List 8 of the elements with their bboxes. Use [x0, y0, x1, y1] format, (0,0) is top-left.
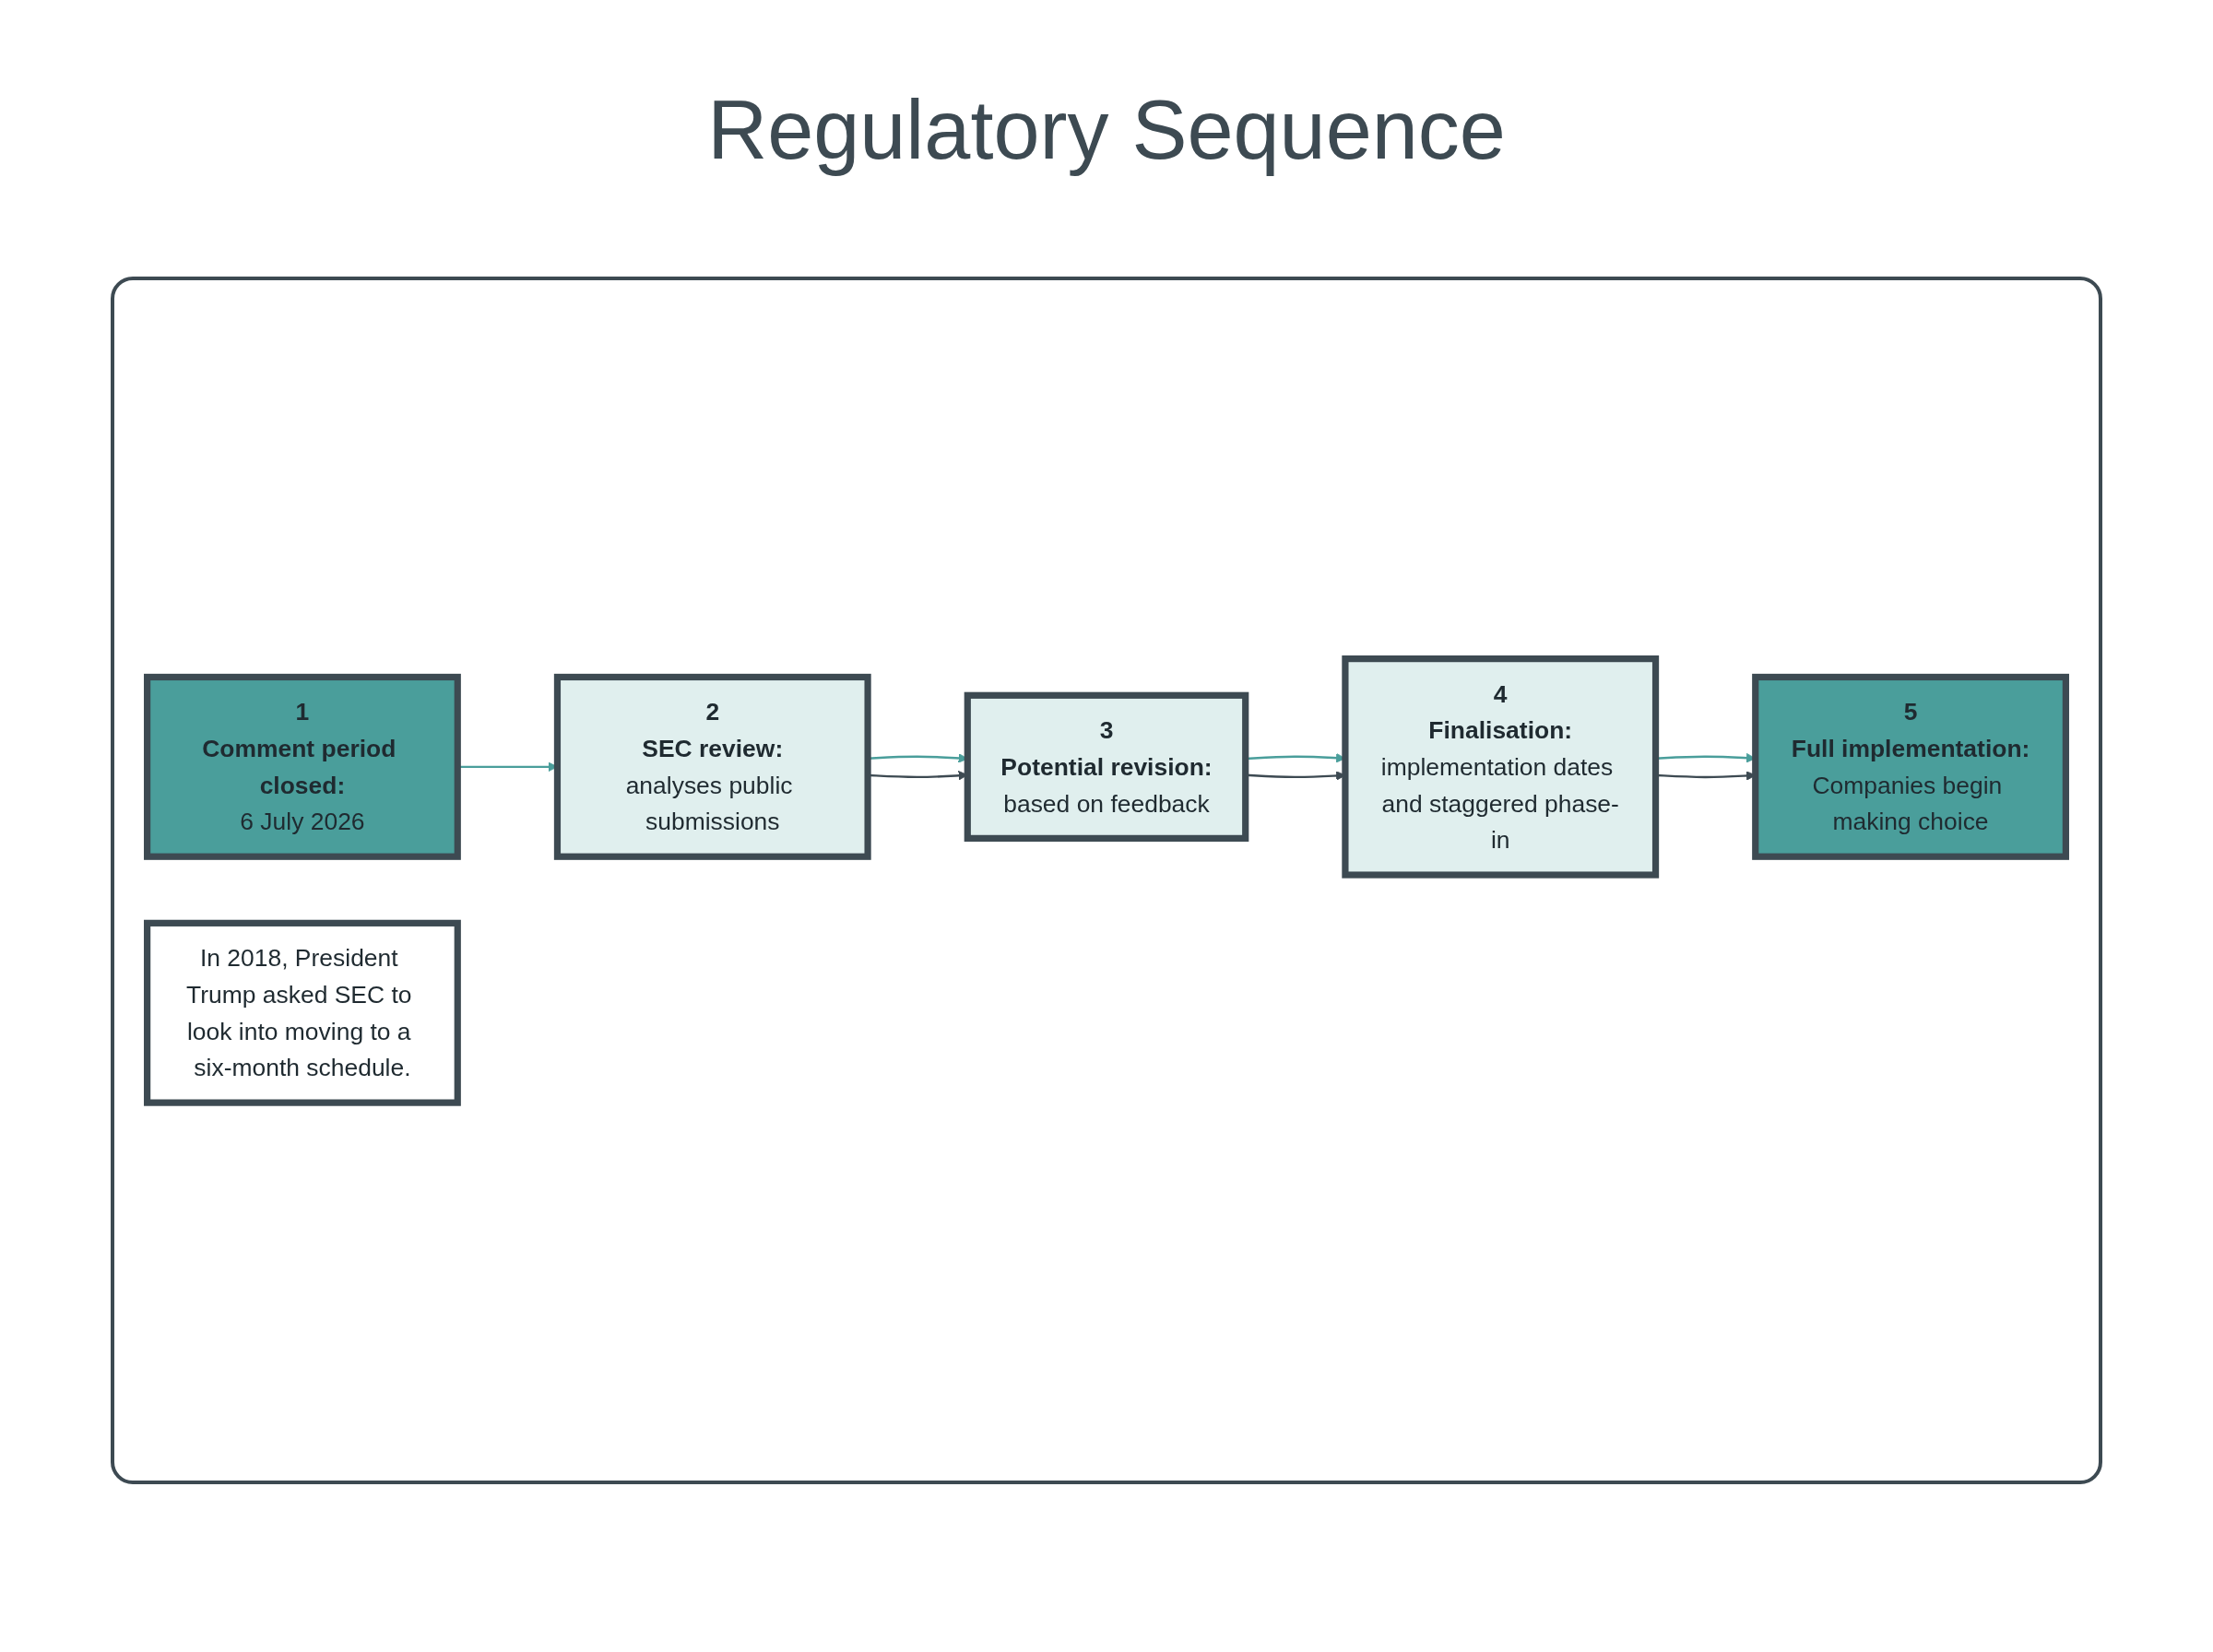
node-box [1342, 655, 1660, 879]
node-box [144, 673, 461, 860]
diagram-frame: 1 Comment period closed: 6 July 2026 2 SEC review: analyses public submissions 3 Potential revision: based on feedback 4 Finalisation: implementation dates and staggered phase-in 5 Full implementation: Companies begin making choice In 2018, President Trump asked SEC to look into moving to a six-month schedule. [111, 277, 2102, 1484]
diagram-title: Regulatory Sequence [706, 83, 1507, 178]
node-box [964, 691, 1249, 842]
node-box [144, 919, 461, 1106]
node-box [553, 673, 871, 860]
node-box [1752, 673, 2069, 860]
